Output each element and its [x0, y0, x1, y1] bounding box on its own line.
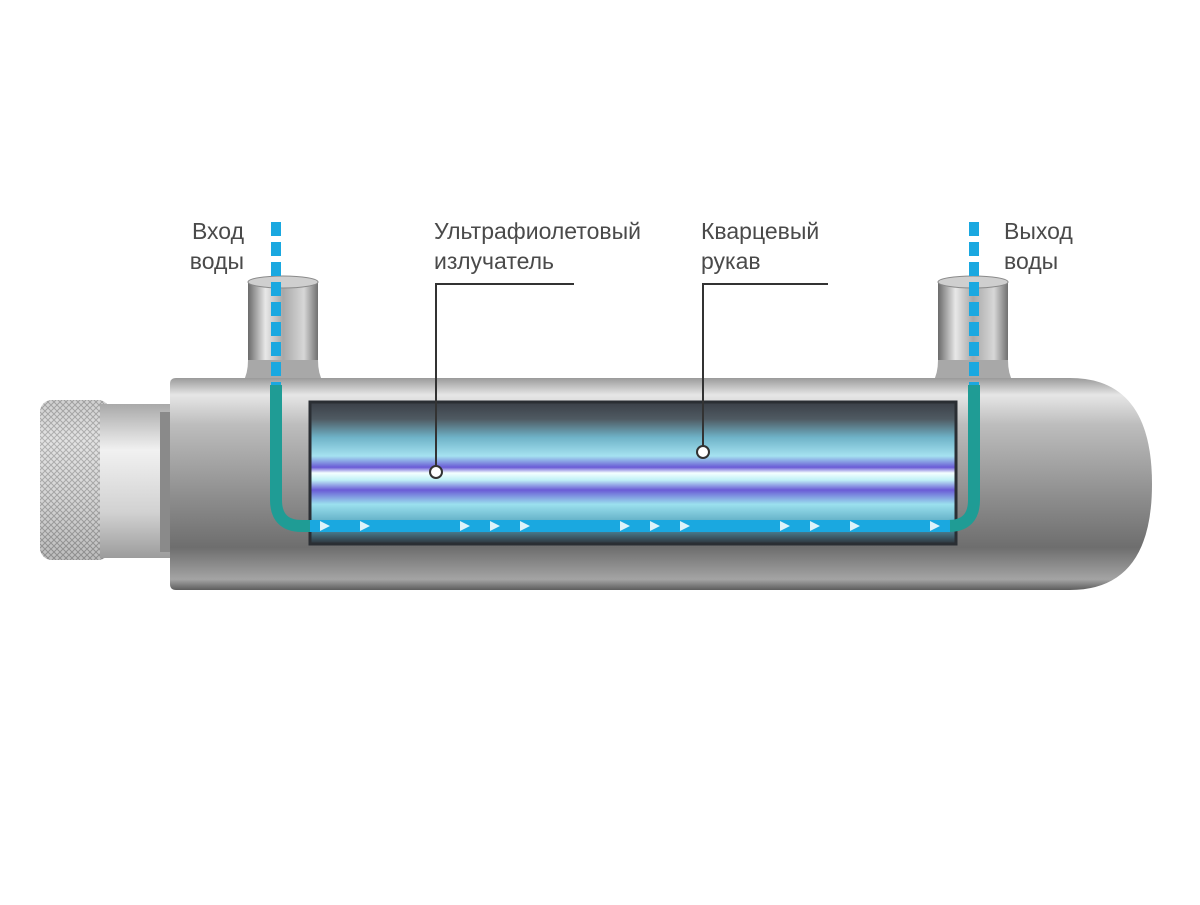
water-outlet-label-line1: Выход [1004, 218, 1073, 244]
flow-arrow-icon [320, 521, 940, 531]
water-inlet-label-line1: Вход [191, 218, 244, 244]
uv-emitter-label-line1: Ультрафиолетовый [434, 218, 641, 244]
uv-emitter-callout [429, 283, 574, 479]
cap-collar [100, 404, 170, 558]
quartz-sleeve-label-line1: Кварцевый [701, 218, 820, 244]
water-inlet-label-line2: воды [189, 248, 244, 274]
water-outlet-label-line2: воды [1004, 248, 1059, 274]
inlet-pipe [232, 275, 334, 392]
quartz-sleeve-label: Кварцевый рукав [701, 216, 819, 276]
uv-emitter-label-line2: излучатель [434, 248, 555, 274]
water-inlet-label: Вход воды [170, 216, 244, 276]
uv-emitter-label: Ультрафиолетовый излучатель [434, 216, 641, 276]
water-outlet-label: Выход воды [1004, 216, 1073, 276]
knurled-cap-icon [40, 400, 110, 560]
quartz-sleeve-callout [696, 283, 828, 459]
quartz-sleeve-label-line2: рукав [701, 248, 761, 274]
